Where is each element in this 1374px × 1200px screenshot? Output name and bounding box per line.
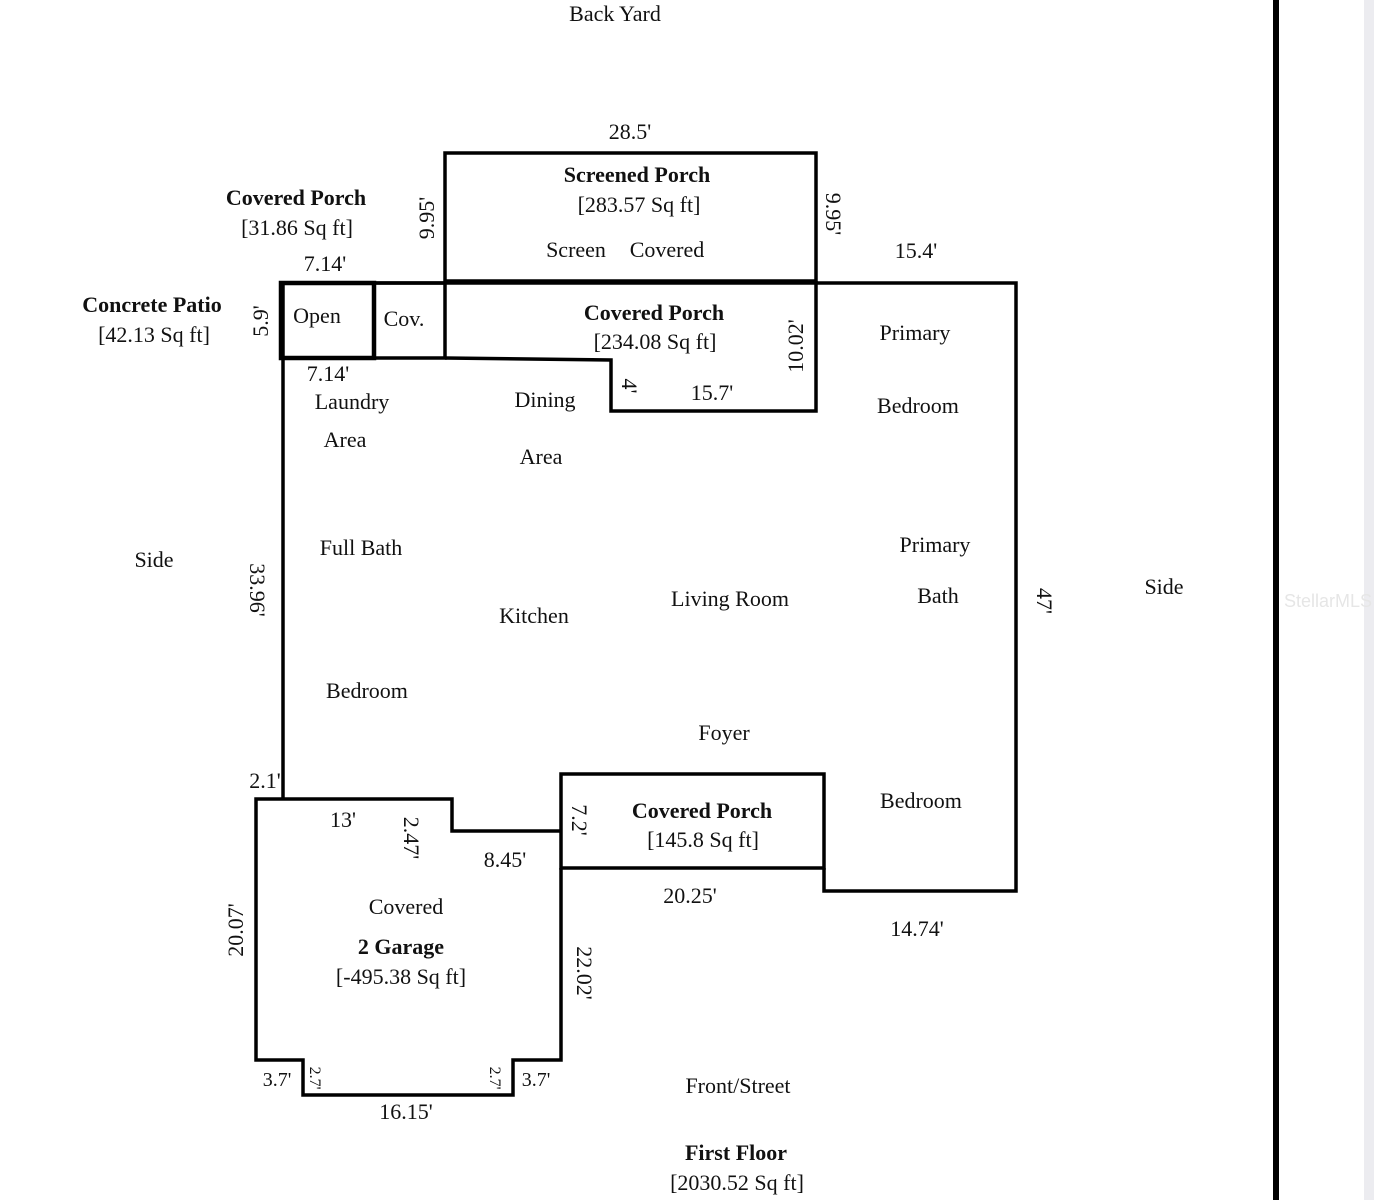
dimension: 9.95' [821, 193, 846, 236]
dimension: 22.02' [572, 946, 597, 1000]
dimension: 9.95' [414, 197, 439, 240]
dimension-labels: 28.5' 9.95' 9.95' 15.4' 7.14' 5.9' 7.14'… [223, 119, 1057, 1124]
dimension: 15.4' [895, 238, 938, 263]
dimension: 3.7' [263, 1069, 292, 1091]
dimension: 28.5' [609, 119, 652, 144]
scroll-strip [1364, 0, 1374, 1200]
covered-porch-small-name: Covered Porch [226, 185, 366, 210]
open-label: Open [293, 303, 341, 328]
dimension: 20.25' [663, 883, 717, 908]
room-label: Full Bath [320, 535, 403, 560]
screen-label: Screen [546, 237, 606, 262]
garage-covered: Covered [369, 894, 444, 919]
dimension: 2.7' [306, 1067, 323, 1090]
room-label: Primary [880, 320, 951, 345]
dimension: 33.96' [245, 563, 270, 617]
garage-area: [-495.38 Sq ft] [336, 964, 466, 989]
main-outline-right [283, 281, 1018, 893]
cov-outline [372, 281, 447, 360]
rear-porch-outline [444, 281, 818, 413]
room-label: Dining [514, 387, 575, 412]
dimension: 7.2' [567, 804, 592, 836]
room-label: Kitchen [499, 603, 569, 628]
room-label: Area [520, 444, 563, 469]
page-border [1273, 0, 1279, 1200]
dimension: 14.74' [890, 916, 944, 941]
floor-area: [2030.52 Sq ft] [670, 1170, 804, 1195]
dimension: 8.45' [484, 847, 527, 872]
back-yard-label: Back Yard [569, 1, 661, 26]
dimension: 10.02' [783, 319, 808, 373]
front-porch-outline [559, 772, 826, 870]
watermark: StellarMLS [1284, 591, 1372, 611]
concrete-patio-area: [42.13 Sq ft] [98, 322, 210, 347]
room-label: Bath [917, 583, 959, 608]
rear-porch-name: Covered Porch [584, 300, 724, 325]
covered-label: Covered [630, 237, 705, 262]
dimension: 7.14' [307, 361, 350, 386]
dimension: 47' [1032, 588, 1057, 614]
dimension: 2.7' [486, 1067, 503, 1090]
room-label: Laundry [315, 389, 390, 414]
room-label: Living Room [671, 586, 789, 611]
front-street-label: Front/Street [685, 1073, 790, 1098]
garage-name: 2 Garage [358, 934, 444, 959]
walls [254, 151, 1018, 1097]
screened-porch-outline [443, 151, 818, 283]
front-porch-name: Covered Porch [632, 798, 772, 823]
concrete-patio-name: Concrete Patio [82, 292, 222, 317]
dimension: 13' [330, 807, 356, 832]
side-left-label: Side [134, 547, 173, 572]
dimension: 2.47' [399, 817, 424, 860]
room-label: Area [324, 427, 367, 452]
dimension: 7.14' [304, 251, 347, 276]
room-label: Foyer [698, 720, 750, 745]
screened-porch-name: Screened Porch [564, 162, 710, 187]
dimension: 4' [617, 379, 642, 394]
cov-label: Cov. [384, 306, 425, 331]
side-right-label: Side [1144, 574, 1183, 599]
room-label: Bedroom [877, 393, 959, 418]
room-label: Bedroom [880, 788, 962, 813]
garage-outline [254, 797, 563, 1097]
dimension: 20.07' [223, 903, 248, 957]
screened-porch-area: [283.57 Sq ft] [578, 192, 701, 217]
dimension: 15.7' [691, 380, 734, 405]
dimension: 16.15' [379, 1099, 433, 1124]
room-label: Bedroom [326, 678, 408, 703]
dimension: 5.9' [248, 305, 273, 337]
covered-porch-small-area: [31.86 Sq ft] [241, 215, 353, 240]
dimension: 2.1' [249, 768, 281, 793]
rear-porch-area: [234.08 Sq ft] [594, 329, 717, 354]
floor-title: First Floor [685, 1140, 787, 1165]
room-labels: Laundry Area Dining Area Primary Bedroom… [315, 320, 971, 813]
room-label: Primary [900, 532, 971, 557]
dimension: 3.7' [522, 1069, 551, 1091]
front-porch-area: [145.8 Sq ft] [647, 827, 759, 852]
